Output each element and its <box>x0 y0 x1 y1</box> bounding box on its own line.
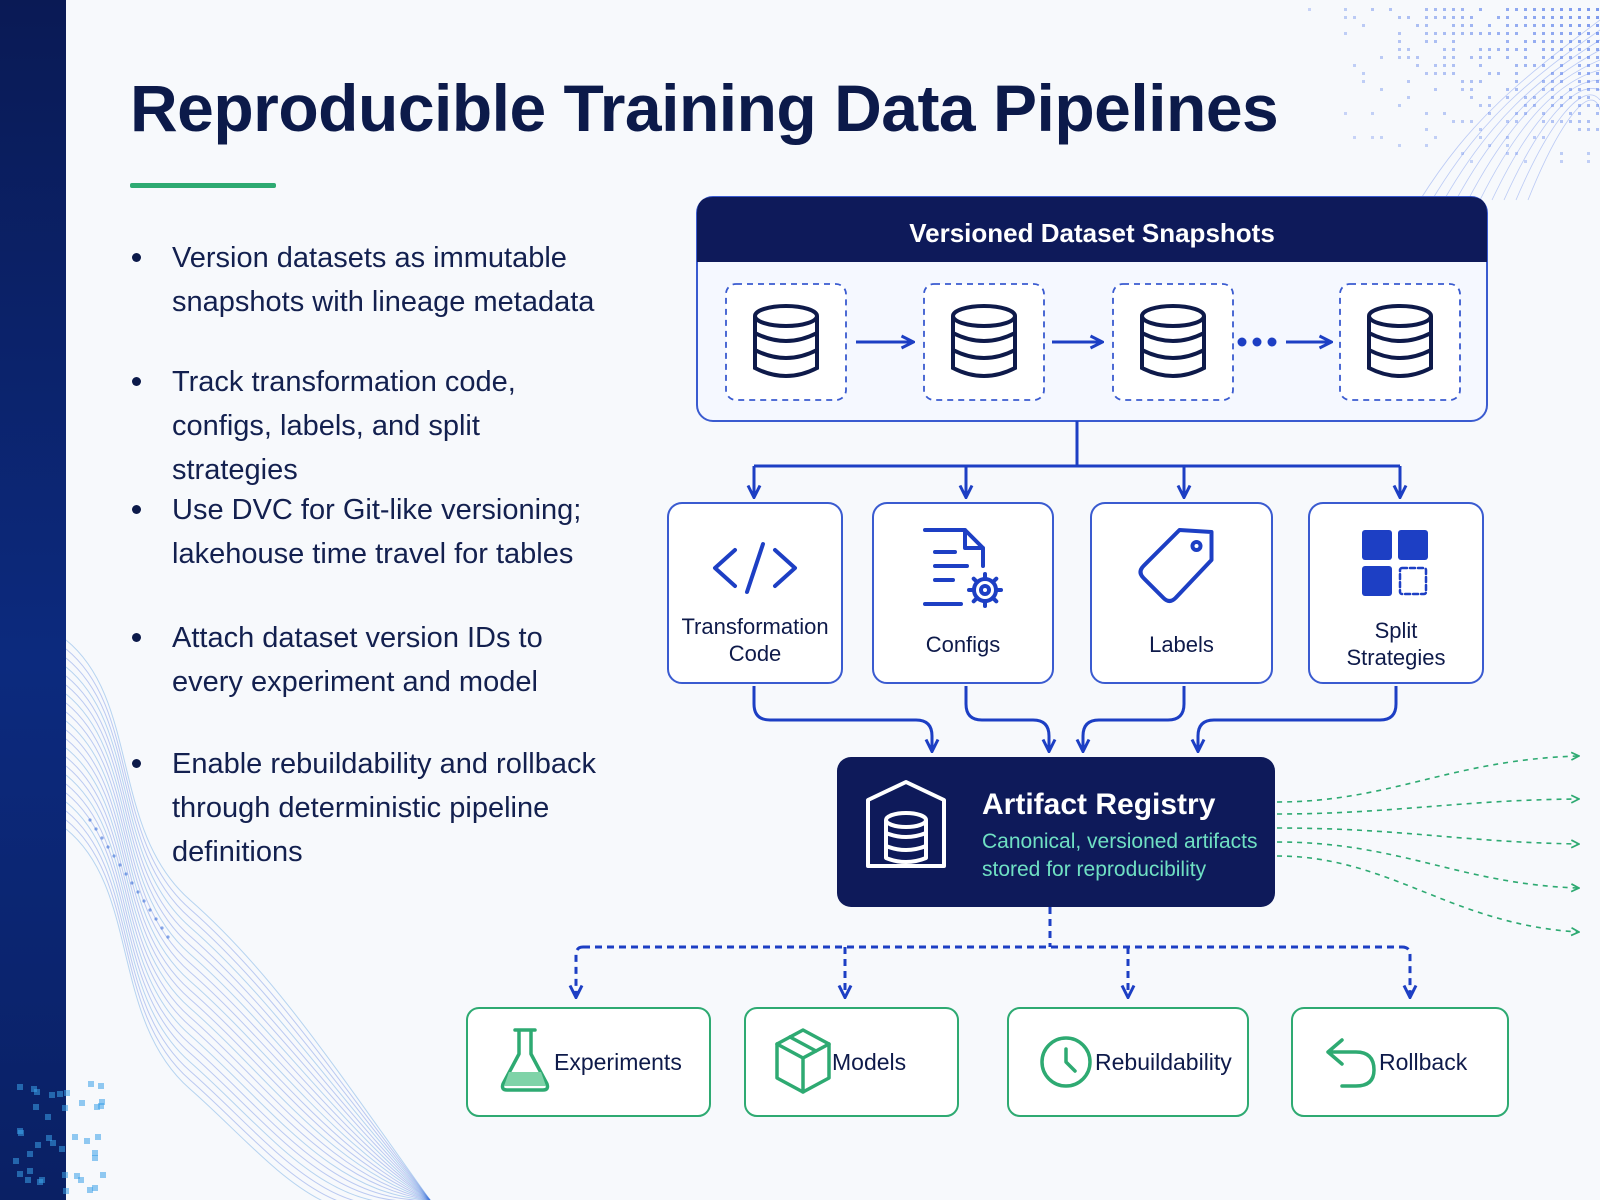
output-rollback: Rollback <box>1292 1008 1508 1116</box>
registry-title: Artifact Registry <box>982 788 1216 821</box>
component-label: Strategies <box>1346 645 1445 670</box>
ellipsis-dot <box>1238 338 1247 347</box>
component-transformation-code: TransformationCode <box>668 503 842 683</box>
output-label: Rebuildability <box>1095 1049 1232 1075</box>
registry-to-outputs-connectors <box>576 907 1410 996</box>
registry-fanout-lines <box>1277 756 1578 932</box>
ellipsis-dot <box>1253 338 1262 347</box>
snapshots-panel: Versioned Dataset Snapshots <box>697 197 1487 421</box>
component-configs: Configs <box>873 503 1053 683</box>
snapshots-header: Versioned Dataset Snapshots <box>909 218 1275 248</box>
component-label: Split <box>1375 618 1418 643</box>
ellipsis-dot <box>1268 338 1277 347</box>
component-label: Code <box>729 641 782 666</box>
component-labels: Labels <box>1091 503 1272 683</box>
component-label: Configs <box>926 632 1001 657</box>
output-label: Experiments <box>554 1049 682 1075</box>
output-label: Rollback <box>1379 1049 1468 1075</box>
component-label: Transformation <box>681 614 828 639</box>
component-label: Labels <box>1149 632 1214 657</box>
output-rebuildability: Rebuildability <box>1008 1008 1248 1116</box>
output-experiments: Experiments <box>467 1008 710 1116</box>
component-split-strategies: SplitStrategies <box>1309 503 1483 683</box>
artifact-registry: Artifact Registry Canonical, versioned a… <box>837 757 1275 907</box>
registry-subtitle-line-1: Canonical, versioned artifacts <box>982 830 1257 853</box>
snapshot-to-components-connectors <box>754 421 1400 496</box>
output-models: Models <box>745 1008 958 1116</box>
registry-subtitle-line-2: stored for reproducibility <box>982 858 1207 881</box>
components-to-registry-connectors <box>754 686 1396 750</box>
output-label: Models <box>832 1049 906 1075</box>
